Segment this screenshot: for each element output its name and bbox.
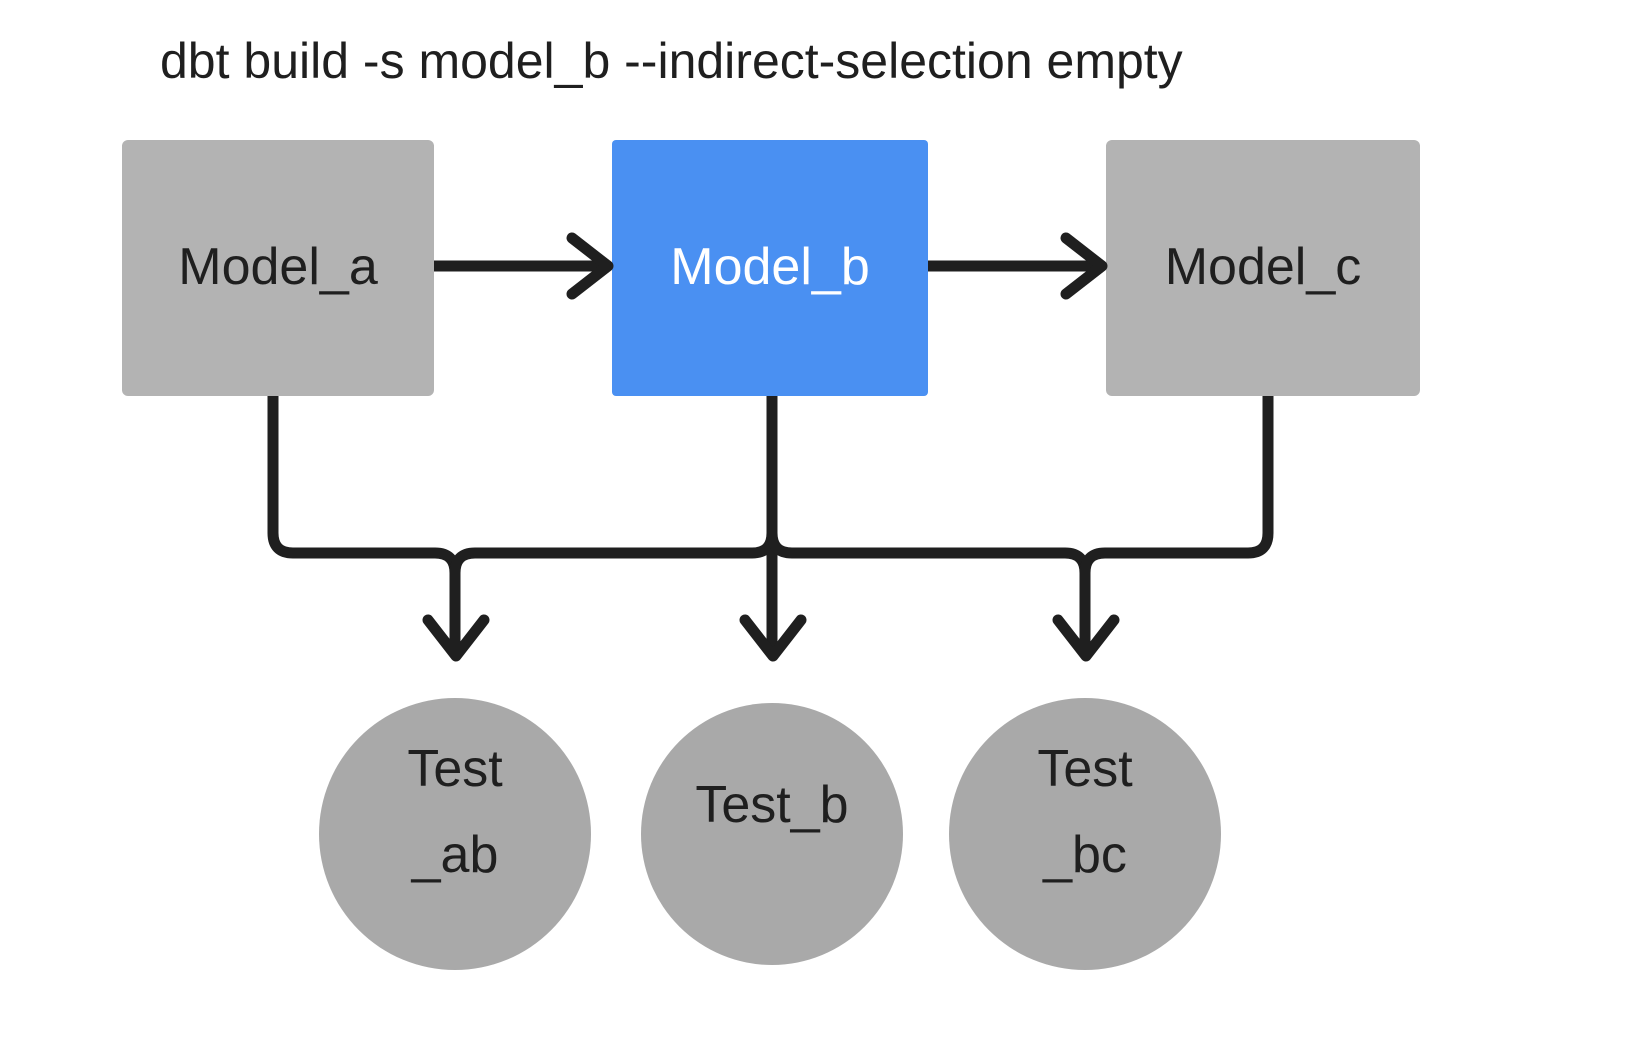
node-test-ab[interactable]: Test _ab	[319, 698, 591, 970]
model-b-label: Model_b	[670, 238, 869, 296]
model-a-label: Model_a	[178, 238, 378, 296]
test-ab-label-line2: _ab	[411, 826, 499, 884]
test-b-label-line1: Test_b	[695, 776, 848, 834]
diagram-title: dbt build -s model_b --indirect-selectio…	[160, 33, 1183, 89]
test-b-shape	[641, 703, 903, 965]
edge-model-b-to-test-ab	[449, 396, 778, 574]
edge-model-b-to-model-c	[928, 232, 1108, 300]
node-test-b[interactable]: Test_b	[641, 703, 903, 965]
model-b-shape	[612, 140, 928, 396]
edge-model-a-to-test-ab	[267, 396, 490, 662]
edge-model-b-to-test-bc	[766, 396, 1091, 574]
edge-model-c-to-test-bc	[1052, 396, 1274, 662]
test-bc-label-line1: Test	[1037, 740, 1133, 798]
test-bc-label-line2: _bc	[1042, 826, 1127, 884]
node-model-c[interactable]: Model_c	[1106, 140, 1420, 396]
node-model-b[interactable]: Model_b	[612, 140, 928, 396]
model-c-label: Model_c	[1165, 238, 1362, 296]
test-ab-label-line1: Test	[407, 740, 503, 798]
edge-model-a-to-model-b	[434, 232, 614, 300]
model-a-shape	[122, 140, 434, 396]
model-c-shape	[1106, 140, 1420, 396]
node-test-bc[interactable]: Test _bc	[949, 698, 1221, 970]
test-ab-shape	[319, 698, 591, 970]
test-bc-shape	[949, 698, 1221, 970]
node-model-a[interactable]: Model_a	[122, 140, 434, 396]
